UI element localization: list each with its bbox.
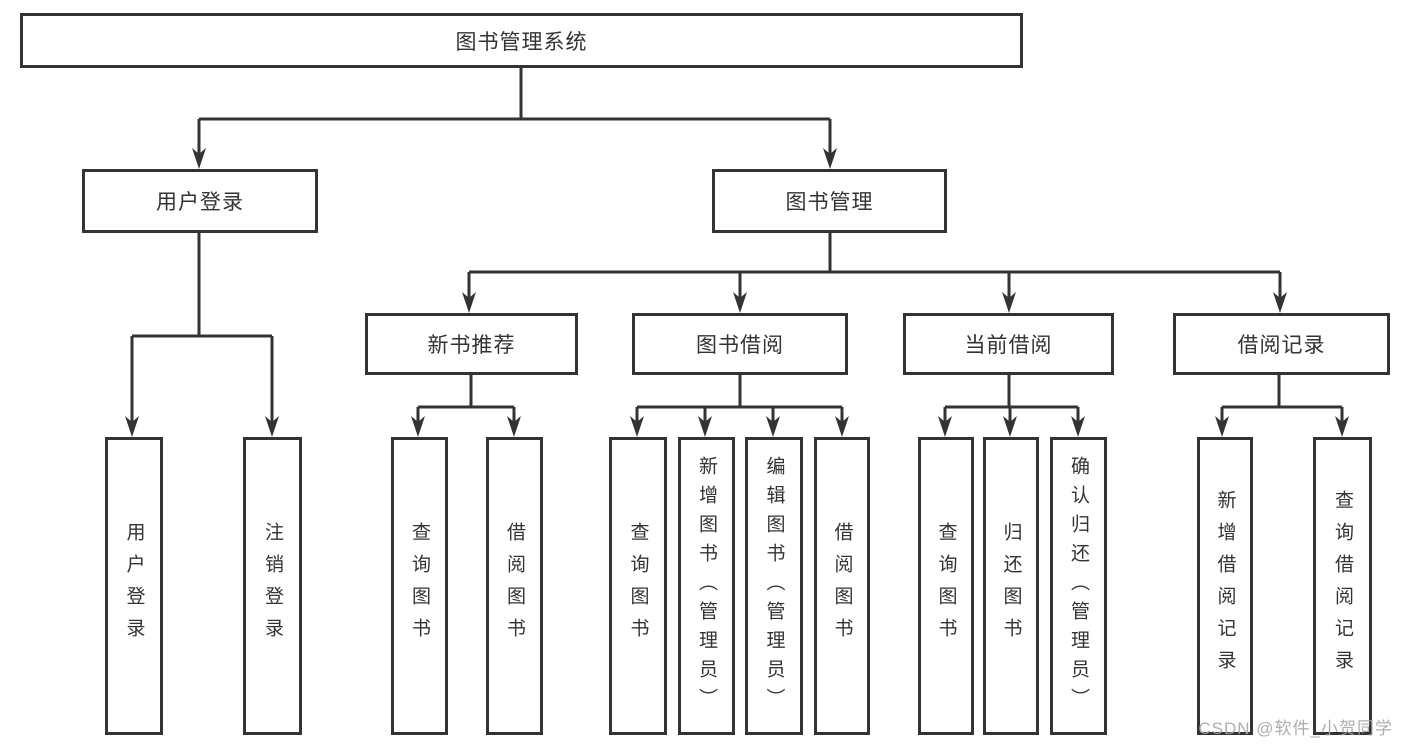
node-user-login: 用户登录: [82, 169, 318, 233]
arrowhead-icon: [630, 416, 644, 437]
node-label: 借阅图书: [504, 522, 525, 650]
node-label: 查询图书: [627, 522, 649, 650]
node-query-books-borrowing: 查询图书: [609, 437, 667, 735]
arrowhead-icon: [507, 416, 521, 437]
node-query-books-recommend: 查询图书: [391, 437, 448, 735]
node-new-book-recommend: 新书推荐: [365, 313, 578, 375]
node-confirm-return-admin: 确认归还（管理员）: [1050, 437, 1107, 735]
node-label: 注销登录: [262, 522, 283, 650]
node-add-books-admin: 新增图书（管理员）: [678, 437, 735, 735]
node-user-login-leaf: 用户登录: [105, 437, 163, 735]
arrowhead-icon: [125, 416, 139, 437]
node-label: 用户登录: [156, 191, 244, 214]
arrowhead-icon: [1071, 416, 1085, 437]
node-label: 图书借阅: [696, 334, 784, 357]
node-borrow-books-recommend: 借阅图书: [486, 437, 543, 735]
arrowhead-icon: [1273, 292, 1287, 313]
node-label: 借阅记录: [1237, 334, 1326, 357]
node-label: 归还图书: [1000, 522, 1022, 650]
node-label: 确认归还（管理员）: [1068, 455, 1089, 717]
node-query-books-current: 查询图书: [918, 437, 974, 735]
arrowhead-icon: [733, 292, 747, 313]
node-label: 图书管理系统: [455, 30, 588, 54]
node-edit-books-admin: 编辑图书（管理员）: [745, 437, 803, 735]
arrowhead-icon: [265, 416, 279, 437]
node-label: 新增图书（管理员）: [696, 455, 717, 717]
node-current-borrowing: 当前借阅: [903, 313, 1114, 375]
node-return-books: 归还图书: [983, 437, 1039, 735]
arrowhead-icon: [938, 416, 952, 437]
node-label: 新增借阅记录: [1214, 490, 1236, 682]
arrowhead-icon: [835, 416, 849, 437]
watermark-text: CSDN @软件_小贺同学: [1198, 719, 1393, 738]
node-label: 用户登录: [123, 522, 145, 650]
node-label: 新书推荐: [427, 334, 516, 357]
arrowhead-icon: [192, 148, 206, 169]
node-borrow-books-borrowing: 借阅图书: [814, 437, 870, 735]
arrowhead-icon: [1215, 416, 1229, 437]
node-library-system: 图书管理系统: [20, 13, 1023, 68]
node-label: 查询图书: [409, 522, 430, 650]
connector-path: [130, 68, 1344, 423]
node-add-borrow-record: 新增借阅记录: [1197, 437, 1253, 735]
node-label: 编辑图书（管理员）: [763, 455, 785, 717]
arrowhead-icon: [462, 292, 476, 313]
node-borrowing-records: 借阅记录: [1173, 313, 1390, 375]
node-query-borrow-record: 查询借阅记录: [1313, 437, 1372, 735]
arrowhead-icon: [1335, 416, 1349, 437]
node-book-management: 图书管理: [712, 169, 947, 233]
arrowhead-icon: [1002, 292, 1016, 313]
node-label: 查询借阅记录: [1332, 490, 1353, 682]
arrowhead-icon: [823, 148, 837, 169]
arrowhead-icon: [766, 416, 780, 437]
node-label: 图书管理: [785, 191, 874, 214]
arrowhead-icon: [698, 416, 712, 437]
node-label: 查询图书: [935, 522, 957, 650]
node-logout-leaf: 注销登录: [243, 437, 302, 735]
arrowheads: [125, 148, 1349, 437]
arrowhead-icon: [1003, 416, 1017, 437]
node-label: 借阅图书: [831, 522, 853, 650]
node-book-borrowing: 图书借阅: [632, 313, 848, 375]
node-label: 当前借阅: [964, 334, 1053, 357]
arrowhead-icon: [411, 416, 425, 437]
